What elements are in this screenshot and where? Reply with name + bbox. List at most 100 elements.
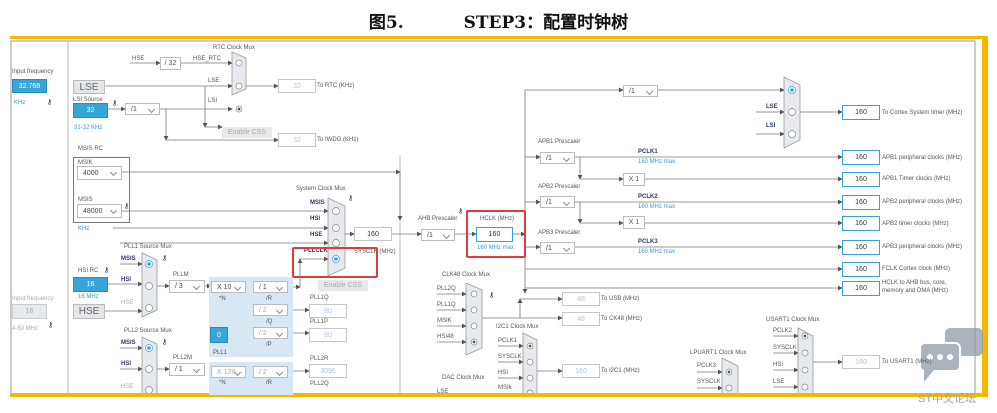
pll1-n-label: *N	[219, 296, 226, 302]
rtc-lse-label: LSE	[208, 78, 220, 84]
pll1-n-dropdown[interactable]: X 10	[211, 281, 246, 293]
hclk-label: HCLK (MHz)	[480, 216, 514, 222]
clk48-mux	[465, 282, 483, 356]
sysclk-input-hsi[interactable]: HSI	[310, 216, 321, 222]
i2c1-input-sysclk[interactable]: SYSCLK	[498, 354, 522, 360]
pll2m-dropdown[interactable]: / 1	[169, 363, 205, 376]
systick-divider-dropdown[interactable]: /1	[623, 85, 658, 97]
clk48-mux-label: CLK48 Clock Mux	[442, 272, 491, 278]
key-icon: ⚷	[458, 208, 464, 215]
sysclk-input-msis[interactable]: MSIS	[310, 200, 325, 206]
lsi-range: 31-32 KHz	[74, 125, 103, 131]
msik-dropdown[interactable]: 4000	[77, 166, 122, 180]
pll2q-label: PLL2Q	[310, 381, 329, 387]
hclk-highlight	[466, 210, 526, 258]
rtc-enable-css-button[interactable]: Enable CSS	[222, 127, 272, 138]
msis-dropdown[interactable]: 48000	[77, 204, 122, 218]
apb2-prescaler-label: APB2 Prescaler	[538, 184, 581, 190]
hclk-ahb-frequency[interactable]: 160	[842, 281, 880, 296]
apb2-peripheral-frequency[interactable]: 160	[842, 195, 880, 210]
i2c1-frequency: 160	[562, 364, 600, 378]
pll2-n-label: *N	[219, 380, 226, 386]
pclk1-max: 160 MHz max	[638, 159, 676, 165]
pll2-r-dropdown[interactable]: / 2	[253, 366, 288, 378]
pll2-n-dropdown[interactable]: X 129	[211, 366, 246, 378]
fclk-frequency[interactable]: 160	[842, 262, 880, 277]
pclk1-label: PCLK1	[638, 149, 658, 155]
ahb-prescaler-dropdown[interactable]: /1	[421, 229, 455, 241]
rtc-mux-label: RTC Clock Mux	[213, 45, 255, 51]
pll1-input-hsi[interactable]: HSI	[121, 277, 132, 283]
clk48-input-msik[interactable]: MSIK	[437, 318, 452, 324]
apb1-timer-multiplier: X 1	[623, 173, 645, 186]
usart1-input-hsi[interactable]: HSI	[773, 362, 784, 368]
lpuart1-input-pclk3[interactable]: PCLK3	[697, 363, 717, 369]
sysclk-frequency[interactable]: 160	[354, 227, 392, 241]
lpuart1-input-sysclk[interactable]: SYSCLK	[697, 379, 721, 385]
apb2-prescaler-dropdown[interactable]: /1	[540, 196, 575, 208]
usart1-input-sysclk[interactable]: SYSCLK	[773, 345, 797, 351]
hsi-frequency[interactable]: 16	[73, 277, 108, 292]
pll1q-frequency: 80	[309, 304, 347, 318]
sysclk-label: SYSCLK (MHz)	[354, 249, 396, 255]
iwdg-output-label: To IWDG (KHz)	[317, 137, 359, 143]
i2c1-input-hsi[interactable]: HSI	[498, 370, 509, 376]
apb1-peripheral-frequency[interactable]: 160	[842, 150, 880, 165]
lpuart1-mux-label: LPUART1 Clock Mux	[690, 350, 747, 356]
lsi-divider-dropdown[interactable]: /1	[125, 103, 160, 115]
pllm-dropdown[interactable]: / 3	[169, 280, 205, 293]
clk48-input-pll1q[interactable]: PLL1Q	[437, 302, 456, 308]
pll1-input-hse[interactable]: HSE	[121, 300, 134, 306]
pll2-input-hsi[interactable]: HSI	[121, 361, 132, 367]
apb3-peripheral-label: APB3 peripheral clocks (MHz)	[882, 244, 963, 250]
apb1-timer-label: APB1 Timer clocks (MHz)	[882, 176, 951, 182]
hclk-input[interactable]: 160	[476, 227, 513, 242]
usart1-input-pclk2[interactable]: PCLK2	[773, 328, 793, 334]
apb1-prescaler-dropdown[interactable]: /1	[540, 152, 575, 164]
apb1-timer-frequency[interactable]: 160	[842, 172, 880, 187]
systick-frequency[interactable]: 160	[842, 105, 880, 120]
lse-oscillator[interactable]: LSE	[73, 80, 105, 94]
pll2-r-label: /R	[266, 380, 272, 386]
ck48-label: To CK48 (MHz)	[601, 316, 643, 322]
clk48-input-pll2q[interactable]: PLL2Q	[437, 286, 456, 292]
sysclk-input-pllclk[interactable]: PLLCLK	[304, 248, 328, 254]
pll1-input-msis[interactable]: MSIS	[121, 256, 136, 262]
apb3-peripheral-frequency[interactable]: 160	[842, 240, 880, 255]
pll1-p-dropdown[interactable]: / 2	[253, 327, 288, 339]
pll1-fracn-input[interactable]: 0	[210, 327, 228, 343]
system-clock-mux-label: System Clock Mux	[296, 186, 346, 192]
sysclk-enable-css-button[interactable]: Enable CSS	[318, 280, 368, 291]
dac-input-lse[interactable]: LSE	[437, 389, 449, 395]
msik-label: MSIK	[78, 160, 93, 166]
lsi-source-label: LSI Source	[73, 97, 103, 103]
rtc-hse-label: HSE	[132, 56, 145, 62]
pll1-r-label: /R	[266, 296, 272, 302]
lsi-frequency[interactable]: 32	[73, 103, 108, 118]
apb2-timer-multiplier: X 1	[623, 216, 645, 229]
apb2-timer-frequency[interactable]: 160	[842, 216, 880, 231]
pll2r-frequency: 3096	[309, 364, 347, 378]
i2c1-input-pclk1[interactable]: PCLK1	[498, 338, 518, 344]
rtc-mux	[231, 51, 247, 96]
usart1-input-lse[interactable]: LSE	[773, 379, 785, 385]
hse-oscillator[interactable]: HSE	[73, 304, 105, 319]
pll1p-label: PLL1P	[310, 319, 329, 325]
clk48-input-hsi48[interactable]: HSI48	[437, 334, 454, 340]
i2c1-input-msik[interactable]: MSIk	[498, 385, 512, 391]
lse-frequency-input[interactable]: 32.768	[12, 79, 47, 93]
pll1-r-dropdown[interactable]: / 1	[253, 281, 288, 293]
pll2-input-msis[interactable]: MSIS	[121, 340, 136, 346]
systick-lse-label: LSE	[766, 104, 778, 110]
sysclk-input-hse[interactable]: HSE	[310, 232, 323, 238]
apb2-peripheral-label: APB2 peripheral clocks (MHz)	[882, 199, 963, 205]
apb3-prescaler-dropdown[interactable]: /1	[540, 242, 575, 254]
pll1-q-dropdown[interactable]: / 2	[253, 304, 288, 316]
pll2-input-hse[interactable]: HSE	[121, 384, 134, 390]
usart1-mux-label: USART1 Clock Mux	[766, 317, 820, 323]
hsi-unit: 16 MHz	[78, 294, 99, 300]
rtc-frequency: 32	[278, 79, 316, 93]
systick-label: To Cortex System timer (MHz)	[882, 110, 963, 116]
hse-frequency-input[interactable]: 16	[12, 304, 47, 319]
